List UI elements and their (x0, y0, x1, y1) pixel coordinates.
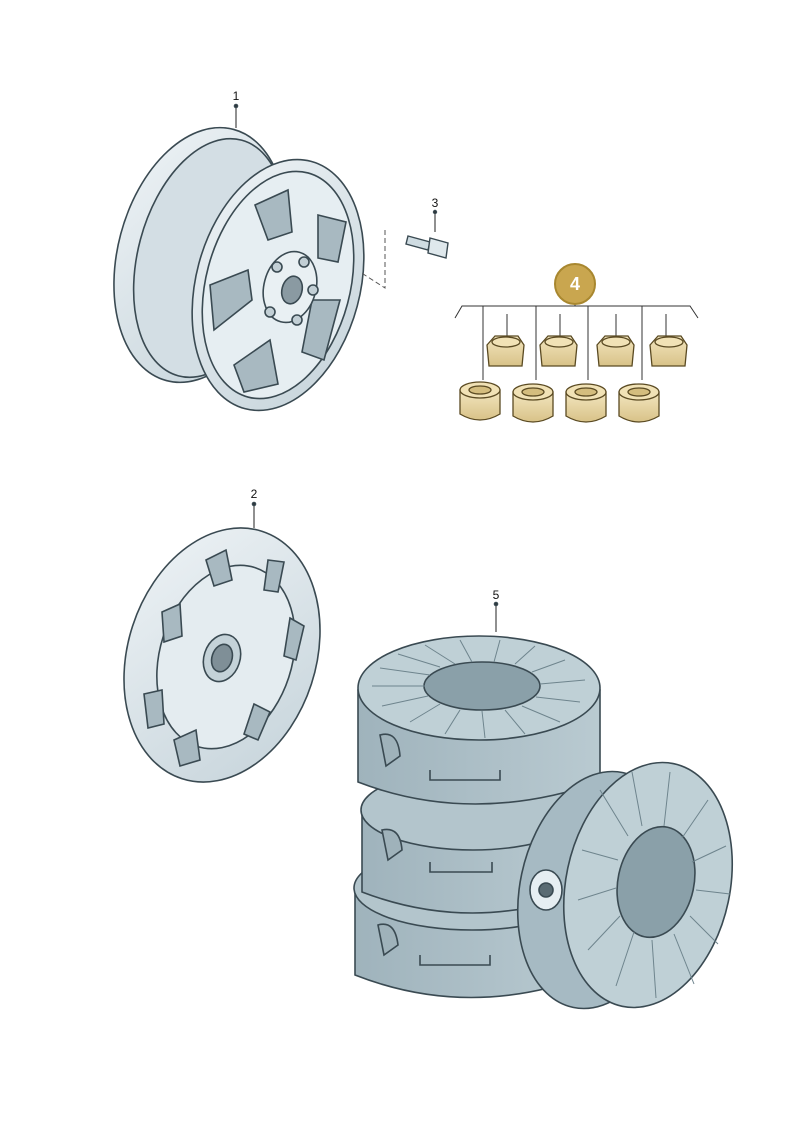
callout-3: 3 (431, 196, 439, 210)
bolt-cap-round-4 (618, 383, 660, 423)
bolt-cap-hex-1 (486, 335, 525, 367)
wheel-bags (353, 601, 734, 1010)
bag-stack-top (357, 635, 601, 805)
bag-upright (516, 761, 734, 1010)
bolt-cap-round-2 (512, 383, 554, 423)
bolt-cap-hex-4 (649, 335, 688, 367)
bolt-caps (454, 296, 699, 423)
hub-cap (123, 501, 321, 783)
callout-5: 5 (492, 588, 500, 602)
bolt-cap-hex-2 (539, 335, 578, 367)
callout-2: 2 (250, 487, 258, 501)
bolt-cap-hex-3 (596, 335, 635, 367)
bolt-cap-round-3 (565, 383, 607, 423)
callout-1: 1 (232, 89, 240, 103)
alloy-wheel (113, 103, 365, 412)
callout-4-badge: 4 (554, 263, 596, 305)
bolt-cap-round-1 (459, 381, 501, 421)
wheel-bolt (359, 209, 449, 289)
